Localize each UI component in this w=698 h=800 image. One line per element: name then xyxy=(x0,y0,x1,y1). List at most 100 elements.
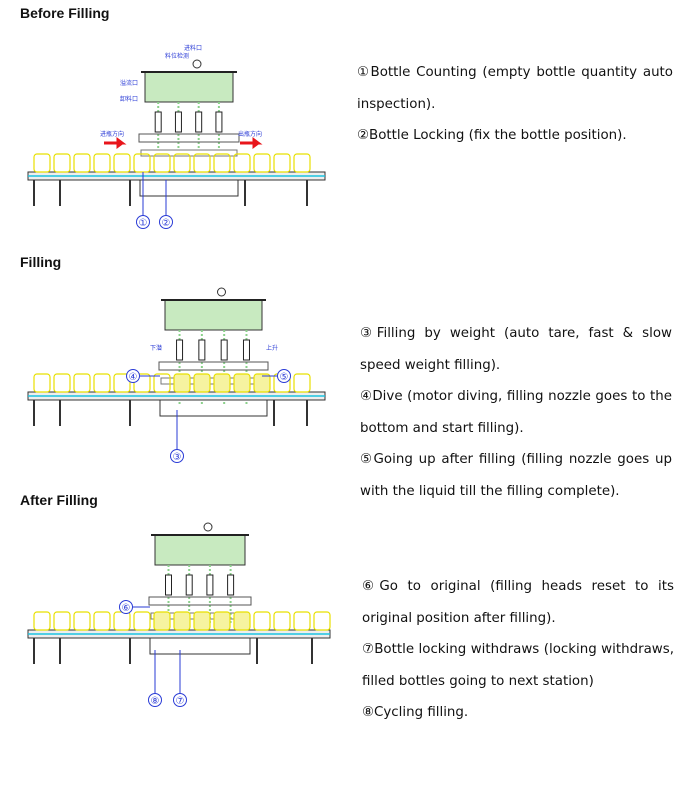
filling-nozzle xyxy=(198,339,206,361)
bottle xyxy=(293,373,311,393)
label-outlet-direction: 出瓶方向 xyxy=(238,130,262,138)
bottle xyxy=(53,153,71,173)
callout-circle xyxy=(159,215,173,229)
filling-nozzle xyxy=(165,574,172,596)
bottle xyxy=(153,153,171,173)
weighing-station xyxy=(159,399,268,417)
step-2: ②Bottle Locking (fix the bottle position… xyxy=(357,128,627,144)
bottle xyxy=(213,373,231,393)
direction-arrow xyxy=(104,137,127,149)
inlet-valve xyxy=(192,59,202,69)
bottle xyxy=(173,611,191,631)
step-4: ④Dive (motor diving, filling nozzle goes… xyxy=(360,389,672,436)
filling-nozzle xyxy=(215,111,223,133)
step-7: ⑦Bottle locking withdraws (locking withd… xyxy=(362,642,674,689)
bottle xyxy=(73,611,91,631)
after-filling-diagram: ⑥ ⑦ ⑧ xyxy=(27,522,331,707)
filling-nozzle xyxy=(185,574,193,596)
bottle xyxy=(253,373,271,393)
callout-number: ③ xyxy=(173,452,182,463)
bottle xyxy=(93,373,111,393)
weighing-station xyxy=(149,637,251,655)
callout-circle xyxy=(173,693,187,707)
step-5: ⑤Going up after filling (filling nozzle … xyxy=(360,452,672,499)
filling-nozzle xyxy=(242,339,250,361)
bottle xyxy=(173,373,191,393)
nozzle-frame xyxy=(138,133,240,143)
label-go-up: 上升 xyxy=(266,344,278,352)
nozzle-frame xyxy=(148,596,252,606)
callout-number: ⑦ xyxy=(176,696,185,707)
bottle xyxy=(233,373,251,393)
bottle xyxy=(33,611,51,631)
step-6: ⑥Go to original (filling heads reset to … xyxy=(362,579,674,626)
direction-arrow xyxy=(240,137,263,149)
bottle xyxy=(93,611,111,631)
bottle xyxy=(233,611,251,631)
bottle xyxy=(233,153,251,173)
callout-circle xyxy=(136,215,150,229)
callout-number: ⑧ xyxy=(151,696,160,707)
bottle xyxy=(33,153,51,173)
callout-circle xyxy=(126,369,140,383)
bottle xyxy=(73,373,91,393)
bottle xyxy=(53,373,71,393)
bottle xyxy=(253,153,271,173)
bottle xyxy=(273,153,291,173)
label-level-detection: 料位检测 xyxy=(165,52,189,60)
filling-nozzle xyxy=(220,339,228,361)
bottle xyxy=(293,153,311,173)
callout-number: ② xyxy=(162,218,171,229)
inlet-valve xyxy=(217,287,226,297)
heading-before-filling: Before Filling xyxy=(20,5,110,21)
callout-number: ④ xyxy=(129,372,138,383)
step-8: ⑧Cycling filling. xyxy=(362,705,469,721)
bottle xyxy=(113,373,131,393)
label-dive-down: 下潜 xyxy=(150,344,162,352)
bottle xyxy=(193,611,211,631)
tank xyxy=(154,534,246,566)
filling-nozzle xyxy=(176,339,184,361)
callout-circle xyxy=(148,693,162,707)
bottle xyxy=(33,373,51,393)
callout-circle xyxy=(119,600,133,614)
filling-nozzle xyxy=(206,574,214,596)
label-inlet: 进料口 xyxy=(184,44,202,52)
bottle xyxy=(293,611,311,631)
filling-nozzle xyxy=(227,574,235,596)
bottle xyxy=(93,153,111,173)
weighing-station xyxy=(139,179,239,197)
bottle xyxy=(213,153,231,173)
bottle xyxy=(133,373,151,393)
label-overflow: 溢流口 xyxy=(120,79,138,87)
step-1: ①Bottle Counting (empty bottle quantity … xyxy=(357,65,673,112)
bottle xyxy=(213,611,231,631)
bottle xyxy=(313,611,331,631)
bottle xyxy=(113,611,131,631)
nozzle-frame xyxy=(158,361,269,371)
callout-number: ⑥ xyxy=(122,603,131,614)
bottle xyxy=(153,611,171,631)
bottle xyxy=(133,611,151,631)
filling-nozzle xyxy=(195,111,203,133)
callout-circle xyxy=(170,449,184,463)
bottle xyxy=(113,153,131,173)
bottle xyxy=(133,153,151,173)
heading-filling: Filling xyxy=(20,254,62,270)
lower-frame xyxy=(140,149,238,157)
bottle xyxy=(193,373,211,393)
tank xyxy=(164,299,263,331)
label-inlet-direction: 进瓶方向 xyxy=(100,130,124,138)
bottle xyxy=(193,153,211,173)
after-filling-steps: ⑥Go to original (filling heads reset to … xyxy=(362,571,674,729)
bottle xyxy=(53,611,71,631)
step-3: ③Filling by weight (auto tare, fast & sl… xyxy=(360,326,672,373)
callout-circle xyxy=(277,369,291,383)
bottle xyxy=(153,373,171,393)
heading-after-filling: After Filling xyxy=(20,492,98,508)
label-discharge: 卸料口 xyxy=(120,95,138,103)
bottle xyxy=(273,611,291,631)
bottle xyxy=(253,611,271,631)
